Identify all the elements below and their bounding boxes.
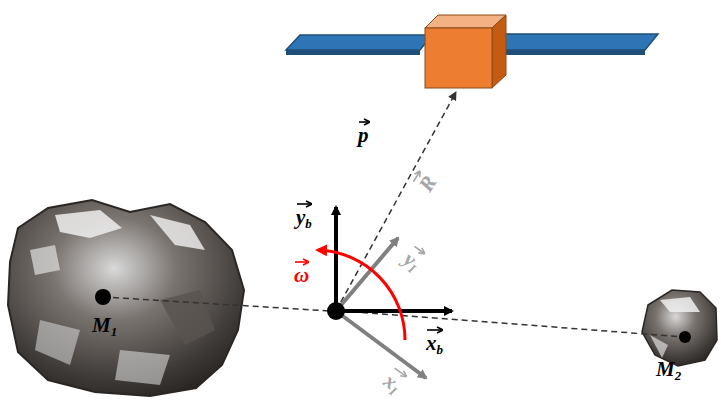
inertial-axis — [336, 311, 426, 378]
origin-point — [327, 302, 345, 320]
vector-arrow — [296, 200, 312, 208]
mass-label: M2 — [656, 352, 681, 382]
vector-arrow — [391, 364, 409, 380]
satellite — [286, 15, 658, 88]
angular-velocity-label: ω — [294, 258, 309, 286]
mass-label: M1 — [92, 308, 117, 338]
axis-label: yI — [399, 243, 428, 276]
axis-label: yb — [296, 200, 312, 230]
axis-label: xb — [426, 326, 443, 356]
dashed-line — [342, 311, 685, 337]
rotation-arc — [318, 250, 405, 340]
dashed-line — [103, 297, 330, 311]
mass-point — [679, 331, 691, 343]
vector-label: R — [409, 169, 440, 196]
asteroid-small — [642, 290, 717, 366]
mass-point — [95, 289, 111, 305]
vector-arrow — [411, 243, 427, 258]
vector-arrow — [426, 326, 443, 334]
vector-arrow — [409, 169, 423, 185]
position-vector — [336, 92, 456, 311]
vector-arrow — [358, 118, 370, 126]
axis-label: xI — [379, 364, 409, 398]
body-axis — [334, 207, 338, 311]
vector-label: p — [358, 118, 369, 146]
body-axis — [336, 309, 452, 313]
vector-arrow — [294, 258, 309, 266]
inertial-axis — [336, 238, 398, 311]
